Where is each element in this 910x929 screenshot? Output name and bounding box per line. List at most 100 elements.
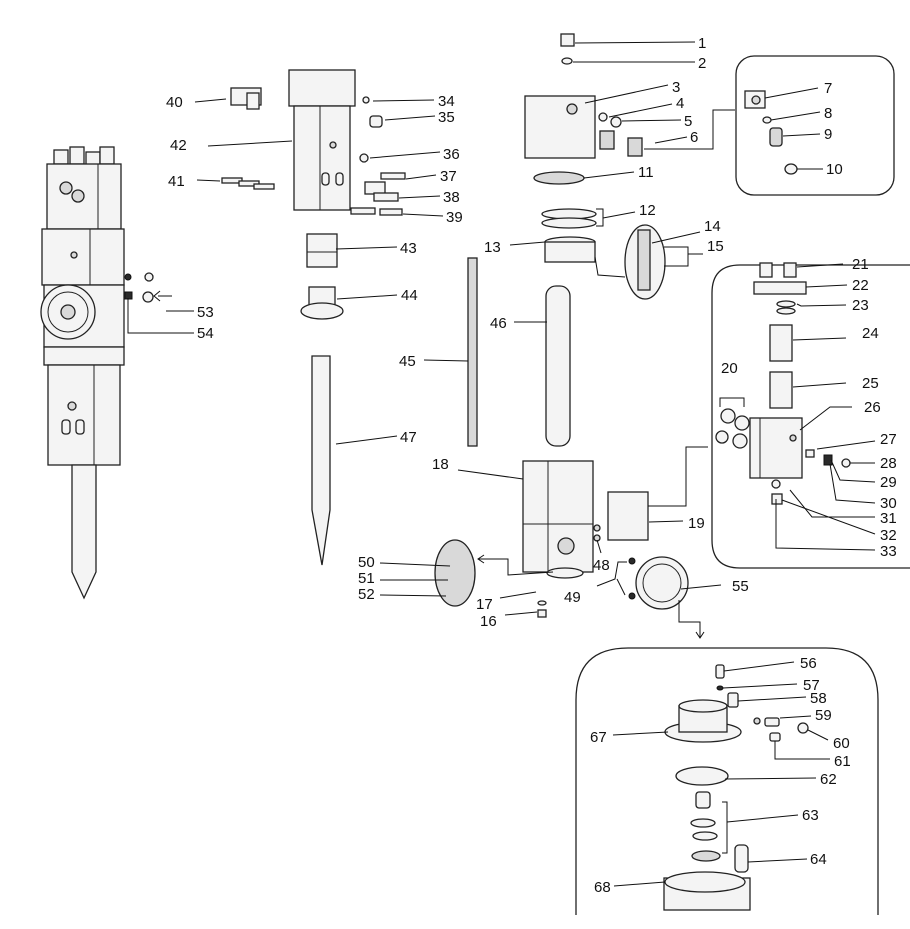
callout-11: 11 [638,164,654,181]
part-19-valve-housing [607,491,649,541]
callout-7: 7 [824,80,832,97]
callout-35: 35 [438,109,455,126]
callout-58: 58 [810,690,827,707]
callout-6: 6 [690,129,698,146]
detail-frame-valve [711,264,910,569]
callout-22: 22 [852,277,869,294]
breaker-valve-block [41,228,125,286]
part-18-cylinder-head [522,460,594,573]
callout-14: 14 [704,218,721,235]
callout-56: 56 [800,655,817,672]
callout-36: 36 [443,146,460,163]
callout-53: 53 [197,304,214,321]
callout-49: 49 [564,589,581,606]
callout-44: 44 [401,287,418,304]
fitting-top-2 [69,146,85,165]
cylinder-body-group [221,69,478,566]
part-11-seal [533,171,585,185]
callout-33: 33 [880,543,897,560]
seal-detail-ellipse-2 [434,539,476,607]
callout-25: 25 [862,375,879,392]
fitting-top-3 [85,151,101,166]
callout-2: 2 [698,55,706,72]
callout-5: 5 [684,113,692,130]
callout-60: 60 [833,735,850,752]
callout-21: 21 [852,256,869,273]
callout-4: 4 [676,95,684,112]
callout-48: 48 [593,557,610,574]
callout-24: 24 [862,325,879,342]
callout-9: 9 [824,126,832,143]
part-46-piston [545,285,571,447]
callout-57: 57 [803,677,820,694]
piston-valve-group [434,33,689,618]
callout-27: 27 [880,431,897,448]
callout-30: 30 [880,495,897,512]
part-47-chisel [311,355,331,566]
callout-10: 10 [826,161,843,178]
callout-51: 51 [358,570,375,587]
callout-41: 41 [168,173,185,190]
part-45-through-bolt [467,257,478,447]
callout-62: 62 [820,771,837,788]
fitting-top-1 [53,149,69,165]
callout-1: 1 [698,35,706,52]
callout-47: 47 [400,429,417,446]
callout-29: 29 [880,474,897,491]
part-26-valve-body [749,417,803,479]
callout-12: 12 [639,202,656,219]
callout-38: 38 [443,189,460,206]
breaker-chisel-tool [71,464,97,600]
callout-52: 52 [358,586,375,603]
callout-16: 16 [480,613,497,630]
part-42-cylinder-body [293,105,351,211]
callout-37: 37 [440,168,457,185]
callout-17: 17 [476,596,493,613]
callout-8: 8 [824,105,832,122]
part-43-bushing [306,233,338,268]
part-24-spool [769,324,793,362]
part-25-spool [769,371,793,409]
valve-detail [715,262,851,505]
callout-23: 23 [852,297,869,314]
callout-64: 64 [810,851,827,868]
part-55-accumulator [635,556,689,610]
callout-59: 59 [815,707,832,724]
callout-68: 68 [594,879,611,896]
fittings-detail [744,90,798,175]
callout-45: 45 [399,353,416,370]
callout-15: 15 [707,238,724,255]
callout-3: 3 [672,79,680,96]
breaker-flange [43,346,125,366]
callout-19: 19 [688,515,705,532]
callout-61: 61 [834,753,851,770]
accumulator-detail [663,664,809,911]
part-1-plug [560,33,575,47]
callout-55: 55 [732,578,749,595]
callout-40: 40 [166,94,183,111]
cylinder-top [288,69,356,107]
callout-42: 42 [170,137,187,154]
detail-frame-accumulator [575,647,879,915]
fitting-top-4 [99,146,115,165]
leader-lines [127,41,876,887]
part-64-plug [734,844,749,873]
callout-43: 43 [400,240,417,257]
callout-39: 39 [446,209,463,226]
part-62-diaphragm [675,766,729,786]
callout-28: 28 [880,455,897,472]
callout-26: 26 [864,399,881,416]
callout-54: 54 [197,325,214,342]
callout-18: 18 [432,456,449,473]
callout-labels: 1 2 3 4 5 6 7 8 9 10 11 12 13 14 15 16 1… [166,35,897,896]
callout-13: 13 [484,239,501,256]
part-3-valve-block [524,95,596,159]
callout-20: 20 [721,360,738,377]
callout-63: 63 [802,807,819,824]
breaker-lower-body [47,364,121,466]
callout-32: 32 [880,527,897,544]
detail-frame-fittings [735,55,895,196]
callout-50: 50 [358,554,375,571]
part-2-oring [561,57,573,65]
